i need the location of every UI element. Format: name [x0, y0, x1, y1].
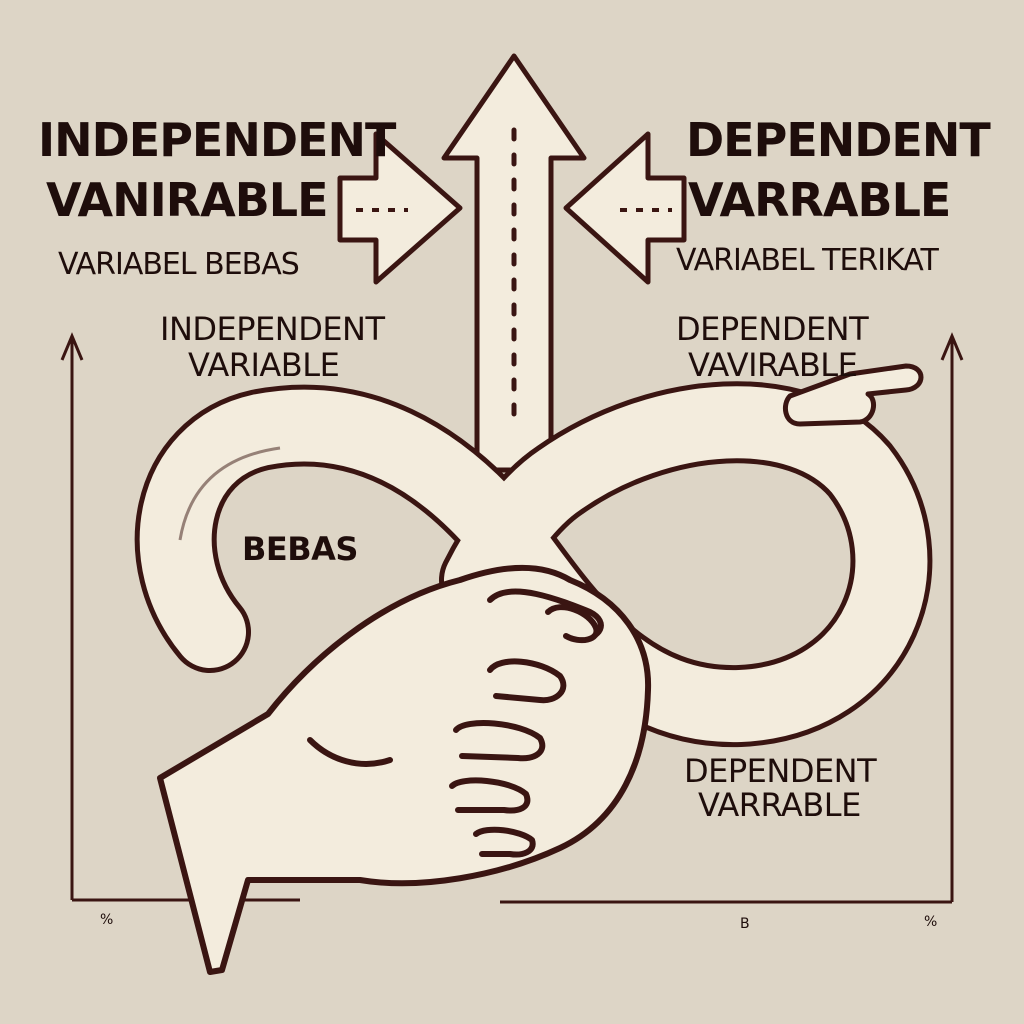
left-heading-line2: VANIRABLE — [46, 173, 328, 227]
left-axis — [60, 332, 300, 902]
right-axis — [500, 332, 964, 904]
left-heading-subtitle: VARIABEL BEBAS — [58, 247, 299, 282]
up-arrow-icon — [441, 53, 587, 473]
tick-middle: B — [740, 916, 750, 932]
left-heading-line1: INDEPENDENT — [38, 113, 397, 167]
bottom-label-line2: VARRABLE — [698, 786, 861, 824]
loop-label: BEBAS — [242, 530, 358, 568]
right-axis-label-line1: DEPENDENT — [676, 310, 869, 348]
right-heading-subtitle: VARIABEL TERIKAT — [676, 243, 939, 278]
right-heading-line2: VARRABLE — [688, 173, 950, 227]
tick-left: % — [100, 912, 113, 928]
left-axis-label-line1: INDEPENDENT — [160, 310, 385, 348]
infinity-loop-icon — [134, 381, 933, 748]
left-arrow-icon — [563, 131, 687, 285]
right-heading-line1: DEPENDENT — [686, 113, 991, 167]
tick-right: % — [924, 914, 937, 930]
right-arrow-icon — [337, 131, 463, 285]
left-axis-label-line2: VARIABLE — [188, 346, 339, 384]
pointing-hand-icon — [782, 363, 924, 427]
right-axis-label-line2: VAVIRABLE — [688, 346, 857, 384]
bottom-label-line1: DEPENDENT — [684, 752, 877, 790]
hand-icon — [157, 564, 652, 975]
